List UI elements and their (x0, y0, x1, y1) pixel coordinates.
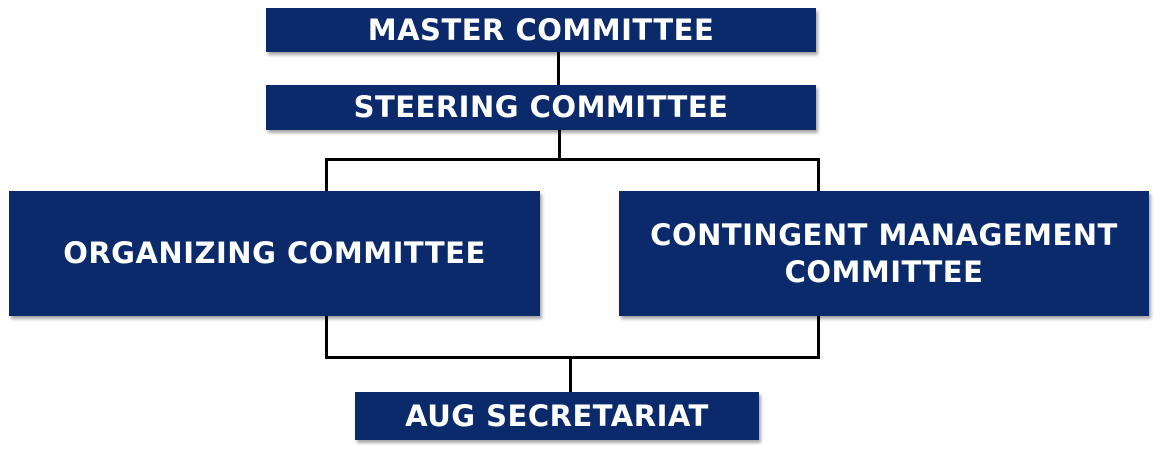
connector-to-organizing (325, 158, 328, 192)
contingent-management-label-line2: COMMITTEE (784, 254, 984, 289)
organizing-committee-box: ORGANIZING COMMITTEE (9, 191, 540, 316)
aug-secretariat-box: AUG SECRETARIAT (355, 392, 759, 440)
connector-from-organizing (325, 315, 328, 359)
connector-top-horizontal (325, 158, 820, 161)
master-committee-label: MASTER COMMITTEE (367, 12, 715, 47)
steering-committee-label: STEERING COMMITTEE (353, 90, 729, 125)
connector-steering-down (558, 130, 561, 160)
connector-from-contingent (817, 315, 820, 359)
steering-committee-box: STEERING COMMITTEE (266, 85, 816, 130)
connector-master-steering (557, 51, 560, 85)
contingent-management-label-line1: CONTINGENT MANAGEMENT (650, 218, 1118, 253)
connector-to-secretariat (569, 356, 572, 392)
connector-bottom-horizontal (325, 356, 820, 359)
organizing-committee-label: ORGANIZING COMMITTEE (63, 236, 486, 271)
aug-secretariat-label: AUG SECRETARIAT (405, 398, 709, 433)
master-committee-box: MASTER COMMITTEE (266, 8, 816, 52)
connector-to-contingent (817, 158, 820, 192)
contingent-management-committee-box: CONTINGENT MANAGEMENT COMMITTEE (619, 191, 1149, 316)
